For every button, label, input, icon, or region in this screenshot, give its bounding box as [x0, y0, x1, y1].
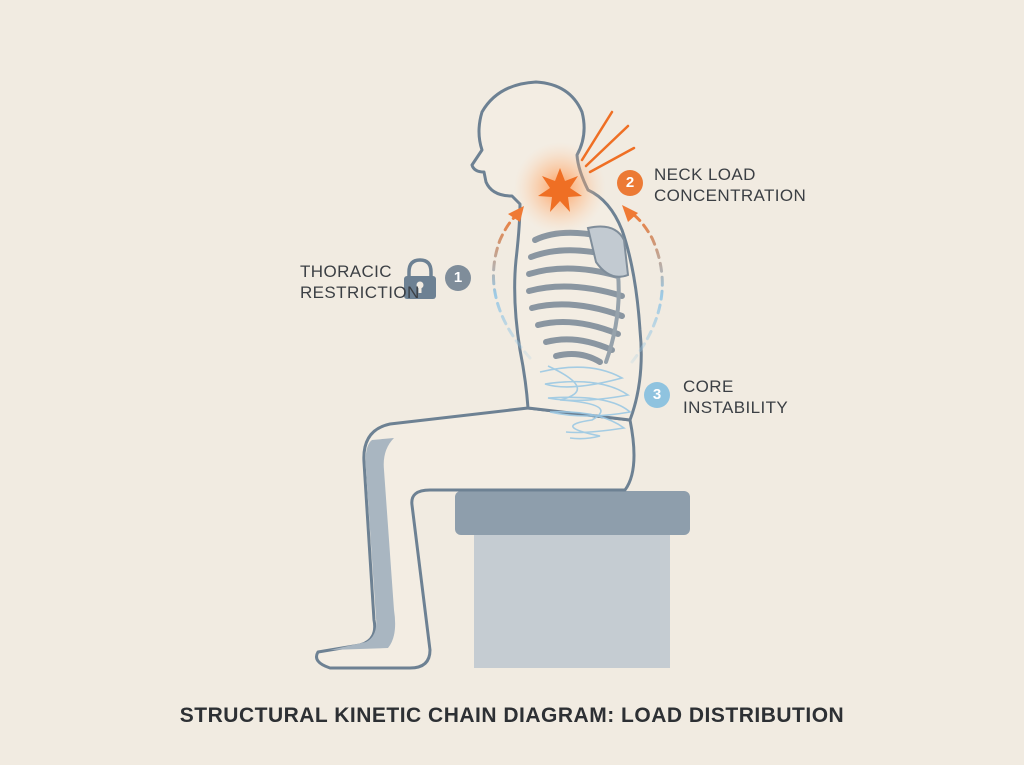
core-instability-label: CORE INSTABILITY [683, 377, 789, 417]
padlock-icon [404, 258, 436, 299]
rib [529, 301, 625, 319]
callout-3-badge: 3 [644, 382, 670, 408]
right-load-arrow [628, 210, 664, 364]
left-load-arrow [492, 212, 532, 360]
core-line [539, 366, 632, 434]
callout-1-badge: 1 [445, 265, 471, 291]
load-arrows [492, 210, 664, 364]
rib [535, 319, 621, 337]
right-arrowhead [622, 205, 638, 222]
stool-base [474, 533, 670, 668]
rib [553, 351, 603, 365]
diagram-title: STRUCTURAL KINETIC CHAIN DIAGRAM: LOAD D… [179, 704, 845, 727]
pain-burst-icon [538, 168, 582, 212]
stool [455, 491, 690, 668]
pain-rays-icon [580, 110, 636, 174]
leg [315, 406, 636, 670]
neck-load-concentration-label: NECK LOAD CONCENTRATION [654, 165, 807, 205]
left-arrowhead [508, 206, 524, 222]
stool-cushion [455, 491, 690, 535]
scapula [586, 225, 630, 278]
thoracic-restriction-label: THORACIC RESTRICTION [300, 262, 420, 302]
shin-shade [330, 438, 396, 650]
rib [526, 283, 625, 299]
core-line [547, 365, 602, 440]
rib [543, 336, 615, 353]
core-tangle [539, 365, 632, 440]
callout-2-badge: 2 [617, 170, 643, 196]
